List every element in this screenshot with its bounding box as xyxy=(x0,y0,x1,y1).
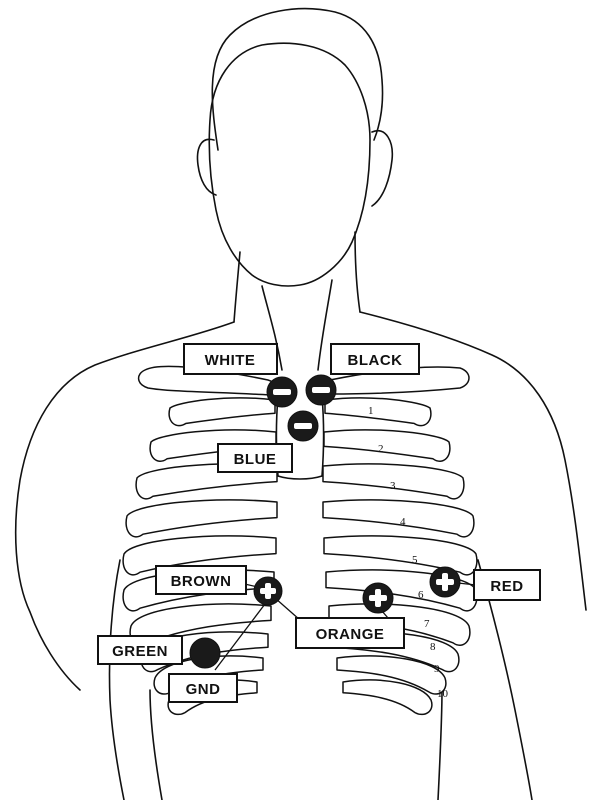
white-label: WHITE xyxy=(184,344,277,374)
right-rib-4 xyxy=(323,500,474,537)
red-electrode xyxy=(430,567,460,597)
green-ground-electrode xyxy=(190,638,220,668)
rib-number-10: 10 xyxy=(437,688,449,700)
rib-number-5: 5 xyxy=(412,554,418,566)
orange-label-text: ORANGE xyxy=(316,626,385,643)
red-label: RED xyxy=(474,570,540,600)
right-rib-2 xyxy=(324,430,450,461)
right-rib-5 xyxy=(324,536,477,575)
orange-label: ORANGE xyxy=(296,618,404,648)
rib-number-7: 7 xyxy=(424,618,430,630)
minus-icon xyxy=(273,389,291,395)
right-ear xyxy=(372,131,392,206)
orange-electrode xyxy=(363,583,393,613)
gnd-label: GND xyxy=(169,674,237,702)
green-label: GREEN xyxy=(98,636,182,664)
right-rib-1 xyxy=(325,398,431,426)
white-label-text: WHITE xyxy=(205,352,256,369)
left-rib-1 xyxy=(169,398,275,426)
hair-outline xyxy=(212,9,382,150)
rib-number-8: 8 xyxy=(430,641,436,653)
left-ear xyxy=(198,139,216,195)
left-rib-4 xyxy=(126,500,277,537)
red-label-text: RED xyxy=(490,578,523,595)
rib-number-6: 6 xyxy=(418,589,424,601)
left-torso-side xyxy=(150,690,162,800)
rib-cage xyxy=(123,398,477,715)
brown-label: BROWN xyxy=(156,566,246,594)
blue-electrode xyxy=(288,411,318,441)
black-electrode xyxy=(306,375,336,405)
rib-number-2: 2 xyxy=(378,443,384,455)
neck-left xyxy=(234,252,240,322)
rib-number-9: 9 xyxy=(434,663,440,675)
rib-number-4: 4 xyxy=(400,516,406,528)
gnd-label-text: GND xyxy=(186,681,221,698)
minus-icon xyxy=(294,423,312,429)
neck-right xyxy=(355,232,360,312)
blue-label: BLUE xyxy=(218,444,292,472)
brown-label-text: BROWN xyxy=(171,573,232,590)
black-label: BLACK xyxy=(331,344,419,374)
rib-number-1: 1 xyxy=(368,405,374,417)
right-torso-side xyxy=(438,690,442,800)
rib-number-3: 3 xyxy=(390,480,396,492)
orange-leader xyxy=(275,598,300,620)
head-outline xyxy=(209,43,370,286)
left-arm-inner xyxy=(109,560,124,800)
brown-electrode xyxy=(254,577,282,605)
sternum-bottom xyxy=(278,476,322,479)
body-outline xyxy=(16,9,586,800)
green-label-text: GREEN xyxy=(112,643,168,660)
white-electrode xyxy=(267,377,297,407)
neck-muscle-right xyxy=(318,280,332,370)
blue-label-text: BLUE xyxy=(234,451,277,468)
minus-icon xyxy=(312,387,330,393)
black-label-text: BLACK xyxy=(348,352,403,369)
